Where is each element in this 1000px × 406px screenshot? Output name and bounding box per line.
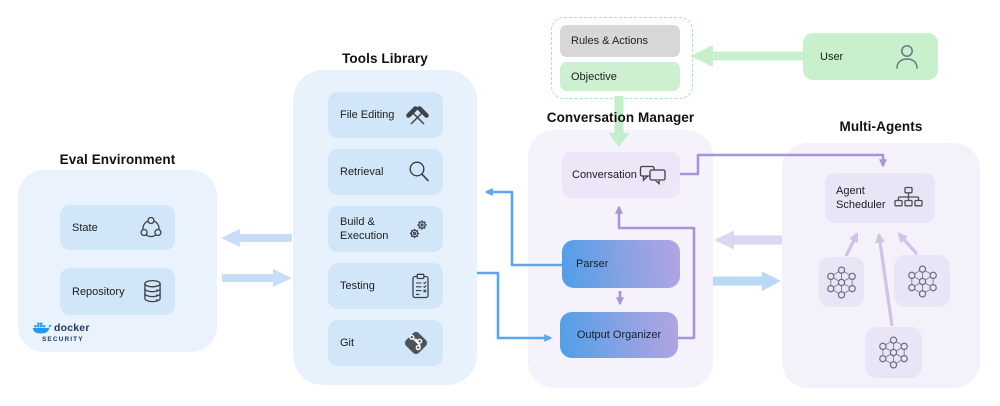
chat-bubbles-icon <box>639 163 670 187</box>
tool-file-editing: File Editing <box>328 92 443 138</box>
org-chart-icon <box>893 186 924 211</box>
tool-label: File Editing <box>340 109 395 121</box>
gears-icon <box>406 217 431 242</box>
tool-retrieval: Retrieval <box>328 149 443 195</box>
conversation-manager-title: Conversation Manager <box>546 110 695 125</box>
security-label: SECURITY <box>42 336 84 343</box>
database-icon <box>142 279 163 304</box>
user-label: User <box>820 50 844 63</box>
objective-label: Objective <box>571 70 617 83</box>
docker-logo: docker <box>32 320 90 335</box>
clipboard-icon <box>410 273 431 300</box>
hammers-icon <box>404 104 431 127</box>
arrow-eval-to-tools <box>222 269 292 287</box>
agent-scheduler-label: Agent Scheduler <box>836 184 886 211</box>
rules-actions-label: Rules & Actions <box>571 35 649 47</box>
neural-network-icon <box>875 334 912 371</box>
tool-testing: Testing <box>328 263 443 309</box>
objective-box: Objective <box>560 62 680 91</box>
output-organizer-node: Output Organizer <box>560 312 678 358</box>
state-label: State <box>72 221 98 234</box>
agent-scheduler-node: Agent Scheduler <box>825 173 935 223</box>
arrow-multiagents-to-cm <box>714 230 782 250</box>
output-organizer-label: Output Organizer <box>576 329 662 341</box>
neural-network-icon <box>904 263 941 300</box>
agent-node-left <box>819 257 864 307</box>
neural-network-icon <box>823 264 860 301</box>
docker-whale-icon <box>32 320 52 335</box>
tool-label: Build & Execution <box>340 215 389 242</box>
magnifier-icon <box>407 160 431 184</box>
multi-agents-title: Multi-Agents <box>839 119 923 134</box>
repository-node: Repository <box>60 268 175 315</box>
parser-label: Parser <box>576 258 609 270</box>
conversation-node: Conversation <box>562 152 680 198</box>
git-icon <box>401 328 431 358</box>
eval-environment-title: Eval Environment <box>59 152 176 167</box>
tool-label: Retrieval <box>340 166 384 178</box>
state-node: State <box>60 205 175 250</box>
tool-label: Testing <box>340 280 375 292</box>
agent-node-right <box>894 255 950 307</box>
agent-node-bottom <box>865 327 922 378</box>
user-box: User <box>803 33 938 80</box>
repository-label: Repository <box>72 285 125 298</box>
arrow-user-to-rules <box>690 45 803 67</box>
tool-label: Git <box>340 337 355 349</box>
tool-build-execution: Build & Execution <box>328 206 443 252</box>
conversation-label: Conversation <box>572 169 637 181</box>
rules-actions-box: Rules & Actions <box>560 25 680 57</box>
parser-node: Parser <box>562 240 680 288</box>
arrow-tools-to-eval <box>221 229 292 247</box>
tool-git: Git <box>328 320 443 366</box>
eval-environment-container <box>18 170 217 352</box>
user-icon <box>892 43 921 70</box>
docker-label: docker <box>54 321 90 334</box>
state-icon <box>139 216 163 240</box>
arrow-cm-to-multiagents <box>713 271 781 291</box>
tools-library-title: Tools Library <box>342 51 428 66</box>
